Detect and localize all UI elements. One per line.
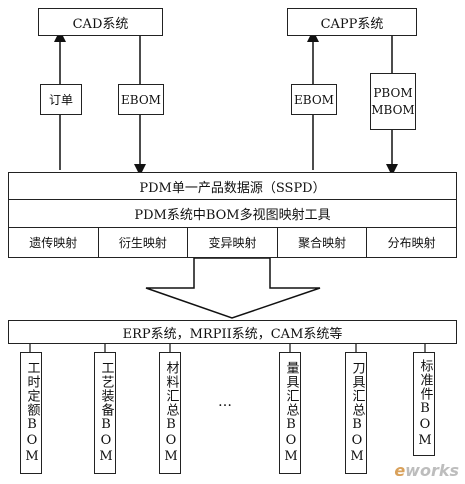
order-label: 订单: [48, 93, 73, 107]
pbom-mbom-label: PBOM MBOM: [371, 85, 415, 117]
cad-system-box: CAD系统: [38, 8, 163, 36]
watermark-logo: eworks: [394, 461, 459, 480]
pbom-mbom-box: PBOM MBOM: [370, 73, 416, 130]
mapping-row: 遗传映射 衍生映射 变异映射 聚合映射 分布映射: [8, 227, 457, 258]
big-down-arrow: [145, 257, 321, 319]
watermark-prefix: e: [394, 461, 406, 480]
capp-ebom-label: EBOM: [294, 92, 334, 107]
pdm-tool-box: PDM系统中BOM多视图映射工具: [8, 199, 457, 228]
pdm-source-label: PDM单一产品数据源（SSPD）: [139, 180, 326, 196]
erp-label: ERP系统，MRPII系统，CAM系统等: [122, 326, 343, 342]
capp-ebom-box: EBOM: [291, 84, 337, 115]
bom-output-standard-label: 标准件BOM: [417, 359, 433, 449]
bom-output-gauge-label: 量具汇总BOM: [283, 361, 299, 465]
capp-system-box: CAPP系统: [287, 8, 417, 36]
mapping-variant: 变异映射: [188, 228, 278, 257]
bom-output-cutter: 刀具汇总BOM: [345, 352, 367, 474]
bom-output-hours: 工时定额BOM: [20, 352, 42, 474]
cad-ebom-label: EBOM: [121, 92, 161, 107]
order-box: 订单: [40, 84, 82, 115]
mapping-distribute: 分布映射: [387, 236, 436, 250]
cad-ebom-box: EBOM: [118, 84, 164, 115]
ellipsis: …: [218, 394, 232, 410]
pdm-source-box: PDM单一产品数据源（SSPD）: [8, 172, 457, 200]
erp-box: ERP系统，MRPII系统，CAM系统等: [8, 320, 457, 344]
mapping-derive: 衍生映射: [99, 228, 189, 257]
bom-output-material: 材料汇总BOM: [159, 352, 181, 474]
bom-output-material-label: 材料汇总BOM: [163, 361, 179, 465]
bom-output-standard: 标准件BOM: [413, 352, 435, 456]
bom-output-tooling-label: 工艺装备BOM: [98, 361, 114, 465]
bom-output-tooling: 工艺装备BOM: [94, 352, 116, 474]
capp-system-label: CAPP系统: [320, 16, 384, 32]
bom-output-gauge: 量具汇总BOM: [279, 352, 301, 474]
bom-output-hours-label: 工时定额BOM: [24, 361, 40, 465]
watermark-rest: works: [405, 461, 459, 480]
bom-output-cutter-label: 刀具汇总BOM: [349, 361, 365, 465]
mapping-aggregate: 聚合映射: [278, 228, 368, 257]
cad-system-label: CAD系统: [72, 16, 129, 32]
mapping-inherit: 遗传映射: [9, 228, 99, 257]
pdm-tool-label: PDM系统中BOM多视图映射工具: [134, 208, 331, 223]
